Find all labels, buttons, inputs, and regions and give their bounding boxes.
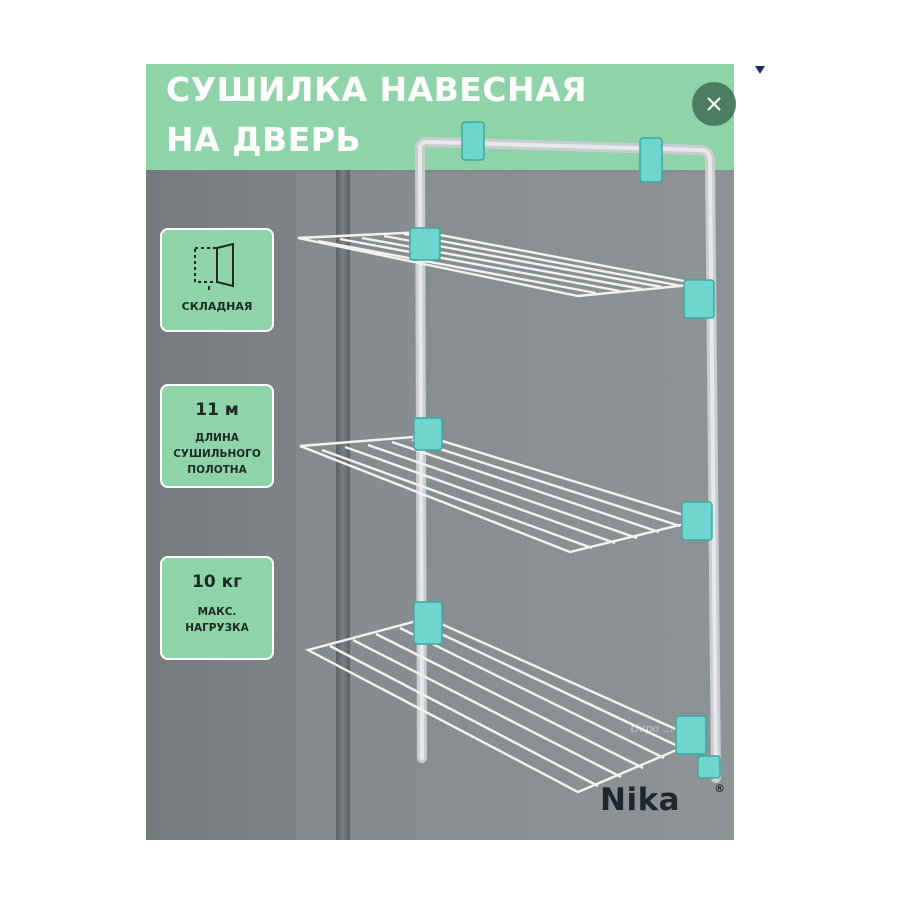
corner-marker [755,66,765,74]
drying-rack-illustration [297,121,721,794]
shelf-middle [299,434,705,554]
feature-badge-load: 10 кг МАКС. НАГРУЗКА [162,558,272,658]
feature-badge-folding: СКЛАДНАЯ [162,230,272,330]
product-poster: СУШИЛКА НАВЕСНАЯ НА ДВЕРЬ СКЛАДНАЯ 11 м … [146,64,734,840]
turquoise-clips [409,121,721,779]
registered-mark: ® [714,782,725,795]
watermark: Ucpo ... [630,722,674,735]
feature-description: МАКС. НАГРУЗКА [162,604,272,636]
feature-description: ДЛИНА СУШИЛЬНОГО ПОЛОТНА [162,430,272,478]
feature-badge-length: 11 м ДЛИНА СУШИЛЬНОГО ПОЛОТНА [162,386,272,486]
close-button[interactable] [692,82,736,126]
feature-description-line: НАГРУЗКА [185,622,249,634]
feature-description-line: МАКС. [197,606,237,618]
feature-caption: СКЛАДНАЯ [181,300,253,313]
folding-icon [189,242,245,296]
feature-description-line: ПОЛОТНА [187,464,247,476]
feature-value: 11 м [195,400,239,420]
feature-value: 10 кг [192,572,242,592]
title-line-1: СУШИЛКА НАВЕСНАЯ [166,70,588,109]
title-banner: СУШИЛКА НАВЕСНАЯ НА ДВЕРЬ [146,64,734,170]
shelf-top [297,230,701,298]
title-line-2: НА ДВЕРЬ [166,120,362,159]
shelf-bottom [304,616,703,794]
brand-logo: Nika [600,782,681,818]
close-icon [707,97,721,111]
feature-description-line: ДЛИНА [195,432,239,444]
feature-description-line: СУШИЛЬНОГО [173,448,261,460]
door-edge [336,170,350,840]
rack-frame [414,136,721,783]
